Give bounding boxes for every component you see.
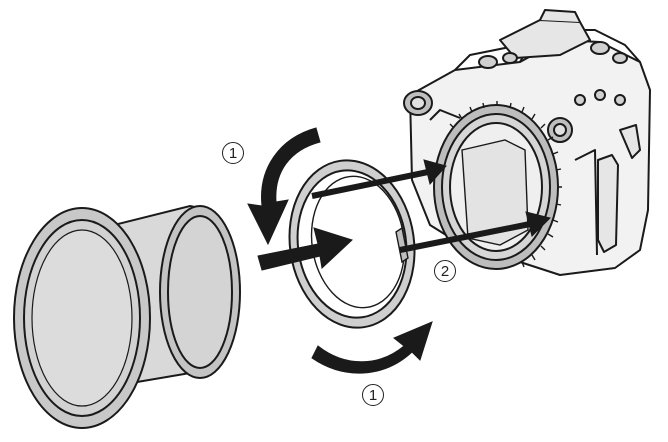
- arrows: [247, 127, 551, 374]
- housing-port-mount: [433, 101, 562, 270]
- insert-arrow: [257, 227, 353, 271]
- step-label-2: 2: [434, 260, 456, 282]
- rotate-arrow-top: [247, 127, 321, 246]
- step-label-1-bottom: 1: [362, 384, 384, 406]
- lower-connect-arrow: [399, 221, 531, 253]
- step-label-1-top: 1: [222, 142, 244, 164]
- rotate-arrow-bottom: [311, 321, 433, 374]
- upper-connect-arrow: [311, 169, 429, 199]
- lens-port: [13, 204, 241, 429]
- adapter-ring: [288, 159, 416, 329]
